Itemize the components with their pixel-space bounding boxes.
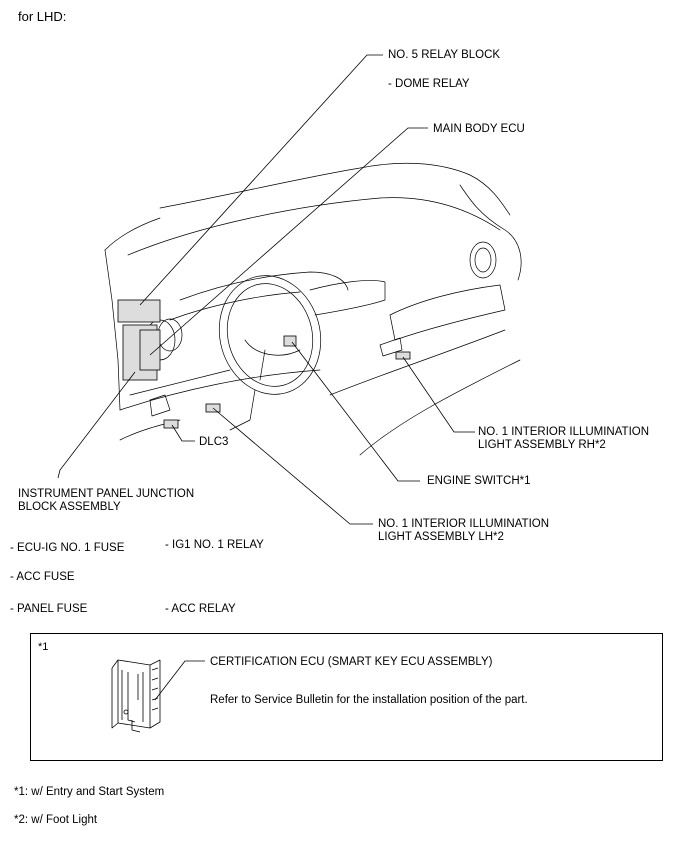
leader-interior-rh (402, 356, 475, 433)
cert-box-note: Refer to Service Bulletin for the instal… (210, 694, 528, 706)
label-main-body-ecu: MAIN BODY ECU (433, 123, 525, 135)
lower-dash (119, 369, 321, 411)
label-relay-block-5: NO. 5 RELAY BLOCK (388, 49, 501, 61)
right-vent (469, 241, 497, 279)
item-ecu-ig-fuse: - ECU-IG NO. 1 FUSE (10, 542, 125, 554)
cluster-hood (179, 271, 349, 301)
item-acc-relay: - ACC RELAY (165, 603, 236, 615)
windshield-outline (159, 162, 511, 216)
left-vent (157, 318, 183, 352)
certification-ecu-illustration (111, 659, 205, 733)
glovebox (389, 284, 506, 341)
certification-ecu-box (30, 633, 663, 761)
footnote-1: *1: w/ Entry and Start System (14, 786, 165, 798)
center-panel (309, 280, 386, 316)
leader-junction (57, 371, 136, 479)
main-body-ecu (139, 329, 161, 371)
label-dlc3: DLC3 (199, 436, 229, 448)
leader-main-body-ecu (149, 127, 428, 356)
leader-dlc3 (171, 424, 195, 442)
leader-certification-ecu (154, 660, 205, 701)
label-interior-lh-1: NO. 1 INTERIOR ILLUMINATION (378, 518, 550, 530)
engine-switch (283, 335, 297, 347)
dash-top-line (127, 197, 501, 256)
dash-upper-curve (104, 217, 161, 251)
steering-wheel-inner (226, 283, 314, 387)
leader-engine-switch (291, 341, 420, 482)
page-header: for LHD: (18, 9, 67, 24)
a-pillar (104, 249, 121, 411)
label-junction-1: INSTRUMENT PANEL JUNCTION (18, 488, 195, 500)
footnote-2: *2: w/ Foot Light (14, 814, 98, 826)
label-interior-lh-2: LIGHT ASSEMBLY LH*2 (378, 531, 504, 543)
interior-light-rh (395, 351, 411, 360)
cert-box-title: CERTIFICATION ECU (SMART KEY ECU ASSEMBL… (210, 656, 493, 668)
steering-wheel-outer (218, 275, 322, 395)
leader-interior-lh (212, 407, 373, 525)
label-interior-rh-1: NO. 1 INTERIOR ILLUMINATION (478, 426, 650, 438)
item-ig1-relay: - IG1 NO. 1 RELAY (165, 539, 264, 551)
label-dome-relay: - DOME RELAY (388, 78, 470, 90)
dlc3-connector (163, 419, 179, 429)
label-junction-2: BLOCK ASSEMBLY (18, 501, 121, 513)
label-engine-switch: ENGINE SWITCH*1 (427, 475, 531, 487)
item-panel-fuse: - PANEL FUSE (10, 603, 88, 615)
label-interior-rh-2: LIGHT ASSEMBLY RH*2 (478, 439, 606, 451)
leader-relay-block (139, 54, 383, 306)
relay-block-5 (117, 299, 161, 323)
cert-box-tag: *1 (38, 641, 49, 653)
item-acc-fuse: - ACC FUSE (10, 571, 75, 583)
